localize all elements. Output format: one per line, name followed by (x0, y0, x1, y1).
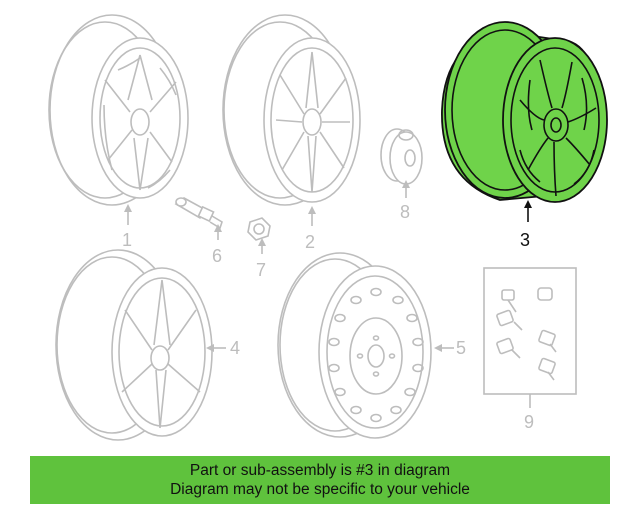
callout-6: 6 (212, 246, 222, 266)
steel-wheel-part-5[interactable] (277, 252, 432, 439)
banner-line-1: Part or sub-assembly is #3 in diagram (189, 462, 451, 479)
info-banner: Part or sub-assembly is #3 in diagram Di… (30, 456, 610, 504)
callout-3: 3 (520, 230, 530, 250)
wheel-lock-kit-part-9[interactable] (483, 267, 577, 395)
valve-stem-part-6[interactable] (174, 197, 223, 230)
callout-7: 7 (256, 260, 266, 280)
wheel-part-1[interactable] (48, 14, 189, 206)
center-cap-part-8[interactable] (380, 128, 423, 185)
wheel-part-2[interactable] (222, 14, 361, 206)
callout-1: 1 (122, 230, 132, 250)
parts-diagram: 1 2 8 3 6 (48, 14, 608, 441)
callout-5: 5 (456, 338, 466, 358)
wheel-part-4[interactable] (55, 249, 213, 441)
banner-line-2: Diagram may not be specific to your vehi… (170, 481, 470, 498)
callout-2: 2 (305, 232, 315, 252)
callout-4: 4 (230, 338, 240, 358)
callout-8: 8 (400, 202, 410, 222)
callout-9: 9 (524, 412, 534, 432)
lug-nut-part-7[interactable] (247, 217, 271, 241)
wheel-part-3-highlighted[interactable] (441, 21, 608, 203)
